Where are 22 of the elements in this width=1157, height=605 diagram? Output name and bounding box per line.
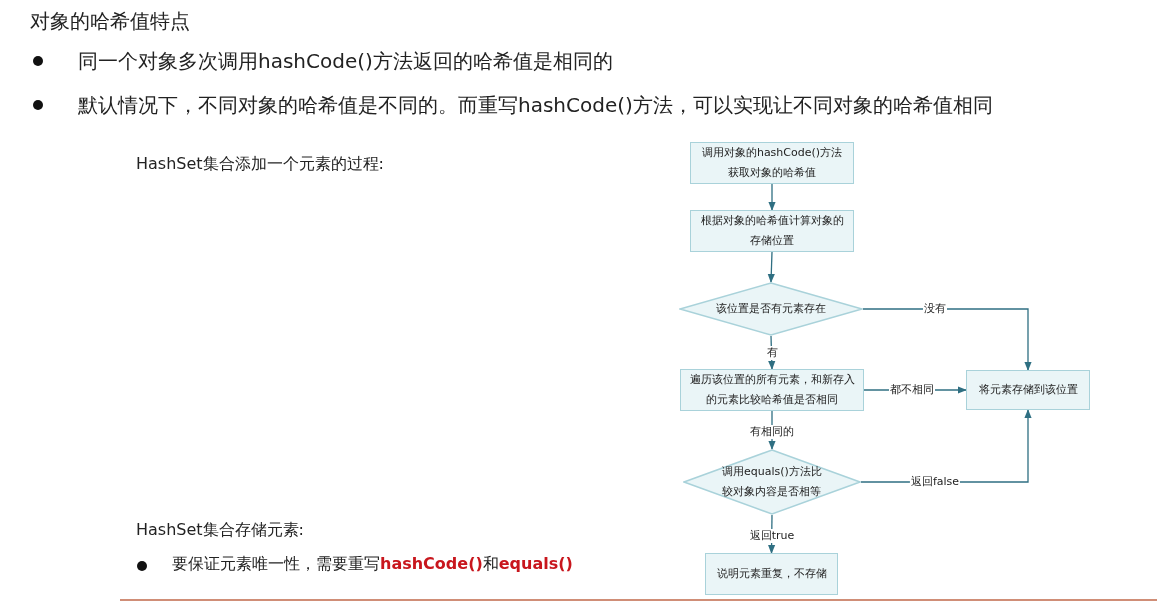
section-heading: HashSet集合存储元素:	[136, 520, 304, 541]
process-box: 遍历该位置的所有元素，和新存入的元素比较哈希值是否相同	[680, 369, 864, 411]
edge-label: 有相同的	[749, 425, 795, 439]
bullet-text: 默认情况下，不同对象的哈希值是不同的。而重写hashCode()方法，可以实现让不同对象的哈希值相同	[78, 92, 993, 119]
edge-label: 返回false	[909, 475, 961, 489]
title: 对象的哈希值特点	[30, 8, 190, 35]
edge-label: 没有	[923, 302, 947, 316]
process-box: 调用对象的hashCode()方法获取对象的哈希值	[690, 142, 854, 184]
section-heading: HashSet集合添加一个元素的过程:	[136, 154, 384, 175]
arrow	[767, 251, 775, 283]
edge-label: 有	[765, 346, 779, 360]
process-box: 根据对象的哈希值计算对象的存储位置	[690, 210, 854, 252]
edge-label: 都不相同	[889, 383, 935, 397]
decision-diamond: 该位置是否有元素存在	[679, 282, 863, 336]
process-box: 说明元素重复，不存储	[705, 553, 838, 595]
arrow	[862, 308, 1032, 371]
bullet-text: 要保证元素唯一性，需要重写hashCode()和equals()	[172, 554, 573, 575]
bullet-text: 同一个对象多次调用hashCode()方法返回的哈希值是相同的	[78, 48, 613, 75]
decision-diamond: 调用equals()方法比较对象内容是否相等	[683, 449, 861, 515]
edge-label: 返回true	[748, 529, 796, 543]
arrow	[768, 183, 776, 211]
process-box: 将元素存储到该位置	[966, 370, 1090, 410]
